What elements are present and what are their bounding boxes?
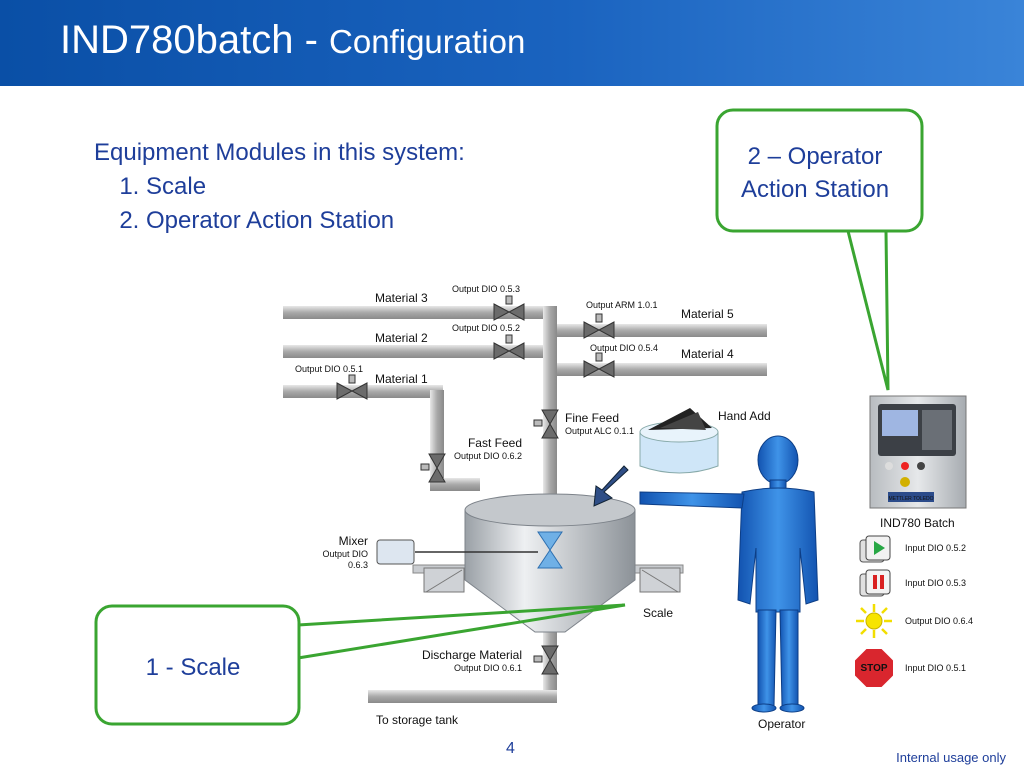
label-material-1: Material 1 [375,372,428,386]
mixer-motor-icon [376,539,415,565]
valve-dio-054-icon [583,352,615,378]
valve-fast-feed-icon [420,453,446,483]
label-material-2: Material 2 [375,331,428,345]
label-fast-feed-output: Output DIO 0.6.2 [454,451,522,461]
io-stop-icon: STOP [853,647,895,689]
valves [336,295,615,675]
pipe-fast-feed-vertical [430,390,444,490]
io-start-icon [859,535,891,563]
page-number: 4 [506,740,515,757]
valve-discharge-icon [533,645,559,675]
terminal-button-icon [900,477,910,487]
label-discharge: Discharge Material [422,648,522,662]
label-output-dio-054: Output DIO 0.5.4 [590,343,658,353]
label-output-dio-053: Output DIO 0.5.3 [452,284,520,294]
pipe-to-storage [368,690,557,703]
valve-fine-feed-icon [533,409,559,439]
callout-operator-line1: 2 – Operator [748,143,883,170]
io-pause-icon [859,569,891,597]
scale-tank [376,493,684,633]
callout-operator-station: 2 – Operator Action Station [715,108,924,391]
header-bar: IND780batch - Configuration [0,0,1024,86]
valve-dio-053-icon [493,295,525,321]
label-mixer-output-id: 0.6.3 [348,560,368,570]
title-sub: Configuration [329,23,526,60]
pipe-network [283,306,767,703]
label-hand-add: Hand Add [718,409,771,423]
label-material-4: Material 4 [681,347,734,361]
intro-heading: Equipment Modules in this system: [94,139,465,166]
terminal-brand: METTLER TOLEDO [888,496,933,502]
page-title: IND780batch - Configuration [60,18,525,63]
label-fast-feed: Fast Feed [468,436,522,450]
callout-scale-text: 1 - Scale [146,654,241,681]
operator-figure [639,435,819,713]
hand-add-arrow-icon [593,465,629,507]
label-output-dio-052: Output DIO 0.5.2 [452,323,520,333]
label-output-arm-101: Output ARM 1.0.1 [586,300,658,310]
stop-label: STOP [860,663,887,674]
valve-arm-101-icon [583,313,615,339]
callout-operator-line2: Action Station [741,176,889,203]
terminal-button-icon [917,462,925,470]
valve-dio-051-icon [336,374,368,400]
module-list: Scale Operator Action Station [94,170,465,238]
terminal-button-icon [885,462,893,470]
footer-note: Internal usage only [896,750,1006,765]
label-output-dio-051: Output DIO 0.5.1 [295,364,363,374]
label-input-dio-052: Input DIO 0.5.2 [905,543,966,553]
label-ind780-batch: IND780 Batch [880,516,955,530]
mixer-blade-bottom-icon [537,549,563,569]
callout-scale: 1 - Scale [94,603,626,726]
terminal-button-icon [901,462,909,470]
label-mixer-output: Output DIO [322,549,368,559]
label-material-5: Material 5 [681,307,734,321]
pipe-material-4 [545,363,767,376]
label-scale: Scale [643,606,673,620]
module-item-scale: Scale [146,170,465,204]
pipe-material-2 [283,345,553,358]
terminal-keypad [922,410,952,450]
io-alarm-light-icon [856,604,892,638]
pipe-material-5 [545,324,767,337]
valve-dio-052-icon [493,334,525,360]
diagram-labels: Material 3 Material 2 Material 1 Materia… [295,284,973,731]
label-input-dio-053: Input DIO 0.5.3 [905,578,966,588]
intro-text: Equipment Modules in this system: Scale … [94,136,465,238]
pipe-fine-feed-vertical [543,306,557,506]
load-cell-right-icon [639,567,681,593]
label-material-3: Material 3 [375,291,428,305]
label-fine-feed-output: Output ALC 0.1.1 [565,426,634,436]
label-output-dio-064: Output DIO 0.6.4 [905,616,973,626]
load-cell-left-icon [423,567,465,593]
label-discharge-output: Output DIO 0.6.1 [454,663,522,673]
hand-add-bucket-icon [639,408,719,474]
label-operator: Operator [758,717,805,731]
terminal-screen [882,410,918,436]
label-mixer: Mixer [339,534,368,548]
label-fine-feed: Fine Feed [565,411,619,425]
title-main: IND780batch - [60,18,330,62]
pipe-material-3 [283,306,553,319]
terminal-brand-plate [888,492,934,502]
ind780-terminal: METTLER TOLEDO [869,395,967,509]
mixer-blade-top-icon [537,531,563,551]
module-item-operator-station: Operator Action Station [146,204,465,238]
label-input-dio-051: Input DIO 0.5.1 [905,663,966,673]
tank-top [464,493,636,527]
label-to-storage-tank: To storage tank [376,713,459,727]
